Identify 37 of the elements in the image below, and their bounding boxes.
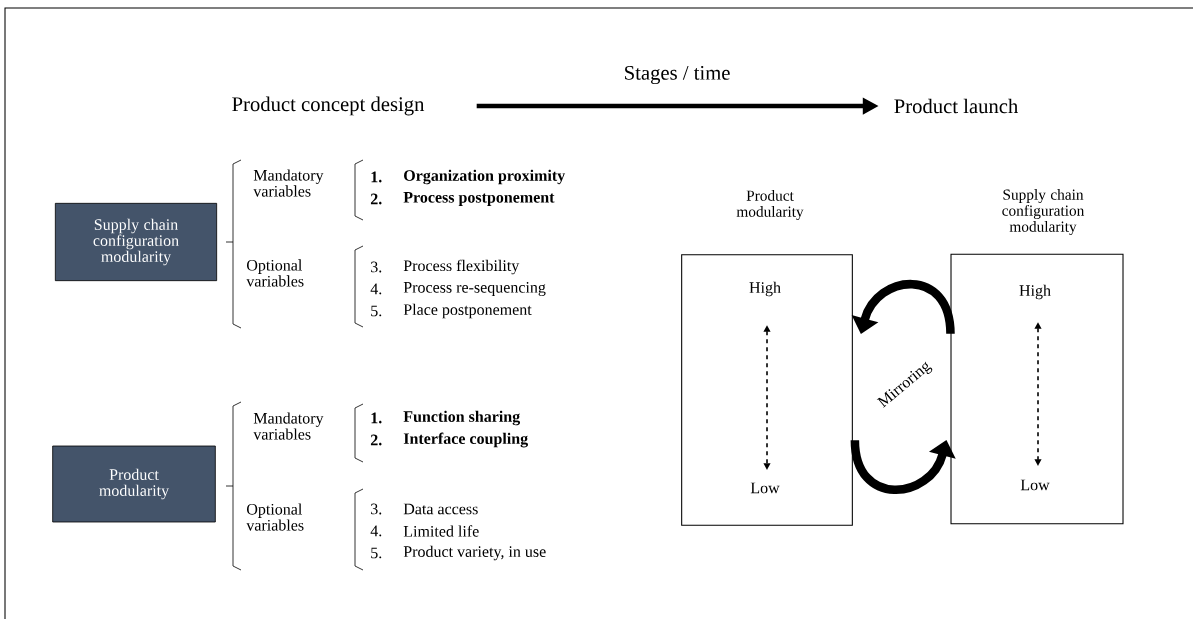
list-item: Data access (403, 503, 478, 515)
node-label: High (749, 281, 781, 297)
list-number: 2. (370, 434, 382, 446)
node-label: High (1019, 284, 1051, 300)
stage-label: Product launch (894, 98, 1018, 114)
list-item: Process re-sequencing (403, 281, 546, 297)
list-item: Limited life (403, 525, 479, 537)
list-item: Product variety, in use (403, 545, 546, 561)
group-label: Mandatory variables (253, 169, 324, 197)
node-label: Low (750, 482, 780, 494)
list-item: Process flexibility (403, 259, 520, 275)
scale-box: High Low (950, 253, 1124, 525)
list-item: Interface coupling (403, 432, 528, 448)
box-heading: Supply chain configuration modularity (1002, 189, 1085, 235)
list-item: Place postponement (403, 303, 532, 319)
category-box: Supply chain configuration modularity (54, 202, 218, 282)
list-number: 1. (371, 412, 382, 424)
list-number: 5. (371, 547, 382, 559)
list-number: 4. (370, 525, 382, 537)
stage-label: Product concept design (232, 96, 425, 116)
list-number: 4. (370, 283, 382, 295)
list-item: Function sharing (403, 410, 520, 426)
list-number: 5. (371, 305, 382, 317)
group-label: Optional variables (246, 503, 304, 531)
category-box: Product modularity (52, 445, 216, 523)
list-number: 3. (371, 503, 382, 515)
group-label: Mandatory variables (253, 412, 324, 440)
scale-box: High Low (681, 254, 853, 526)
list-number: 3. (371, 261, 382, 273)
list-number: 2. (370, 193, 382, 205)
edge-label: Stages / time (622, 64, 732, 86)
list-item: Organization proximity (404, 169, 566, 185)
node-label: Low (1020, 479, 1050, 491)
list-number: 1. (371, 171, 382, 183)
box-heading: Product modularity (736, 190, 804, 220)
group-label: Optional variables (246, 259, 304, 287)
list-item: Process postponement (403, 192, 555, 206)
